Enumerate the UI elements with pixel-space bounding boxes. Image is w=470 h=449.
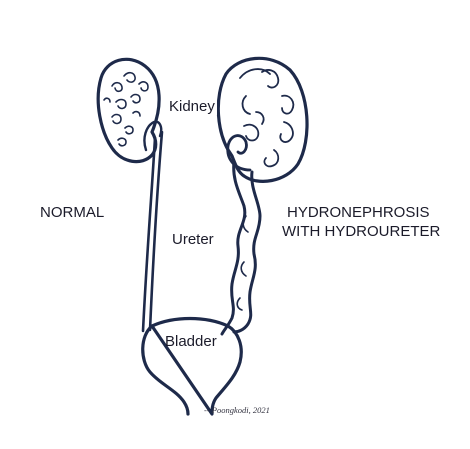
hydronephrosis-label-line1: HYDRONEPHROSIS <box>287 204 430 221</box>
normal-kidney <box>96 57 161 164</box>
ureter-label: Ureter <box>170 231 216 248</box>
hydronephrotic-kidney-calyces <box>239 68 295 168</box>
hydroureter-folds <box>236 215 249 311</box>
normal-label: NORMAL <box>40 204 105 221</box>
bladder <box>141 316 243 416</box>
hydronephrosis-label-line2: WITH HYDROURETER <box>282 223 441 240</box>
normal-ureter-inner <box>141 136 157 333</box>
hydroureter-left-wall <box>220 160 247 336</box>
hydroureter-right-wall <box>232 170 262 334</box>
normal-kidney-calyces <box>103 71 149 147</box>
hydronephrotic-kidney <box>216 56 309 183</box>
bladder-label: Bladder <box>165 333 217 350</box>
normal-ureter-outer <box>148 130 164 332</box>
kidney-label: Kidney <box>167 98 217 115</box>
artist-credit: -- Poongkodi, 2021 <box>204 405 270 415</box>
normal-renal-pelvis <box>143 120 163 152</box>
